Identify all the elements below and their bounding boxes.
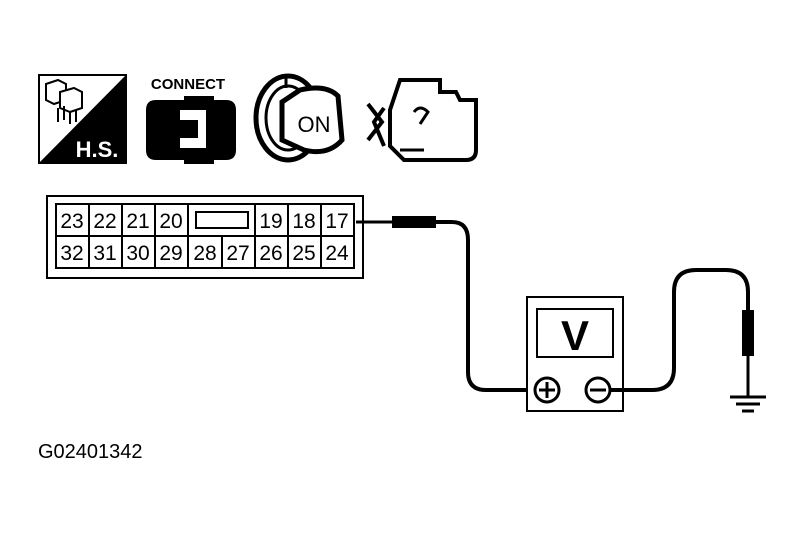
pin-label: 27 (226, 242, 249, 265)
pin-label: 21 (126, 210, 149, 233)
connect-icon: CONNECT (146, 76, 236, 164)
engine-running-icon (366, 78, 478, 162)
ground-icon (730, 395, 766, 413)
pin-label: 32 (60, 242, 83, 265)
figure-id: G02401342 (38, 441, 143, 463)
voltmeter: V (526, 296, 624, 412)
pin-label: 19 (259, 210, 282, 233)
pin-label: 22 (93, 210, 116, 233)
positive-probe-lead (356, 216, 536, 392)
connect-label: CONNECT (151, 76, 225, 93)
pin-label: 23 (60, 210, 83, 233)
pin-label: 20 (159, 210, 182, 233)
pin-label: 28 (193, 242, 216, 265)
pin-label: 18 (292, 210, 315, 233)
pin-label: 24 (325, 242, 349, 265)
negative-probe-lead (610, 268, 754, 396)
pin-label: 17 (325, 210, 348, 233)
probe-tip-negative (742, 310, 754, 356)
ignition-on-label: ON (298, 112, 331, 137)
meter-display-unit: V (561, 312, 589, 359)
pin-label: 25 (292, 242, 315, 265)
pin-label: 26 (259, 242, 282, 265)
connector-block: 23 22 21 20 19 18 17 32 31 30 29 28 27 2… (46, 195, 364, 279)
pin-label: 30 (126, 242, 149, 265)
meter-display (536, 308, 614, 358)
harness-service-icon: H.S. (38, 74, 127, 164)
probe-tip-positive (392, 216, 436, 228)
harness-service-label: H.S. (76, 137, 119, 162)
ignition-on-icon: ON (253, 73, 345, 163)
connector-key-slot (195, 211, 249, 229)
pin-label: 31 (93, 242, 116, 265)
pin-label: 29 (159, 242, 182, 265)
